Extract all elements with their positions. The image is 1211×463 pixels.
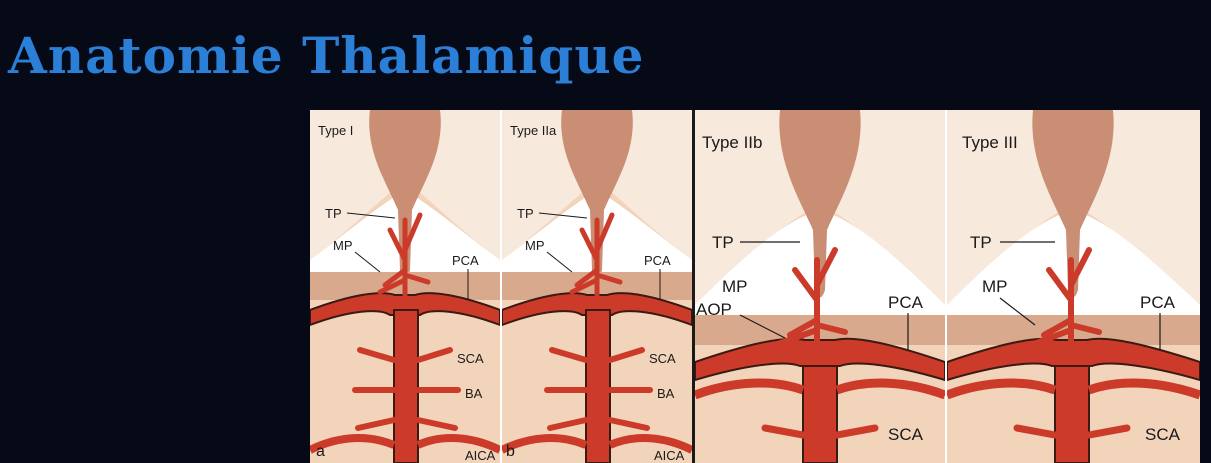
pca-label: PCA [452,253,479,268]
mp-label: MP [525,238,545,253]
panel-divider [692,110,695,463]
type-label: Type III [962,133,1018,152]
tp-label: TP [517,206,534,221]
type-label: Type IIb [702,133,762,152]
pca-label: PCA [888,293,924,312]
ba-label: BA [657,386,675,401]
mp-label: MP [722,277,748,296]
sca-label: SCA [649,351,676,366]
slide-title: Anatomie Thalamique [8,26,644,85]
sca-label: SCA [888,425,924,444]
panel-letter: a [316,443,325,460]
aica-label: AICA [654,448,685,463]
mp-label: MP [333,238,353,253]
panel-divider [945,110,947,463]
tp-label: TP [970,233,992,252]
ba-label: BA [465,386,483,401]
mp-label: MP [982,277,1008,296]
aica-label: AICA [465,448,496,463]
panel-letter: b [506,443,515,460]
figure-labels: Type I TP MP PCA SCA BA AICA a Type IIa … [310,110,1200,463]
panel-divider [500,110,502,463]
thalamic-artery-figure: Type I TP MP PCA SCA BA AICA a Type IIa … [310,110,1200,463]
type-label: Type I [318,123,353,138]
pca-label: PCA [644,253,671,268]
pca-label: PCA [1140,293,1176,312]
tp-label: TP [325,206,342,221]
aop-label: AOP [696,300,732,319]
type-label: Type IIa [510,123,557,138]
sca-label: SCA [457,351,484,366]
sca-label: SCA [1145,425,1181,444]
tp-label: TP [712,233,734,252]
